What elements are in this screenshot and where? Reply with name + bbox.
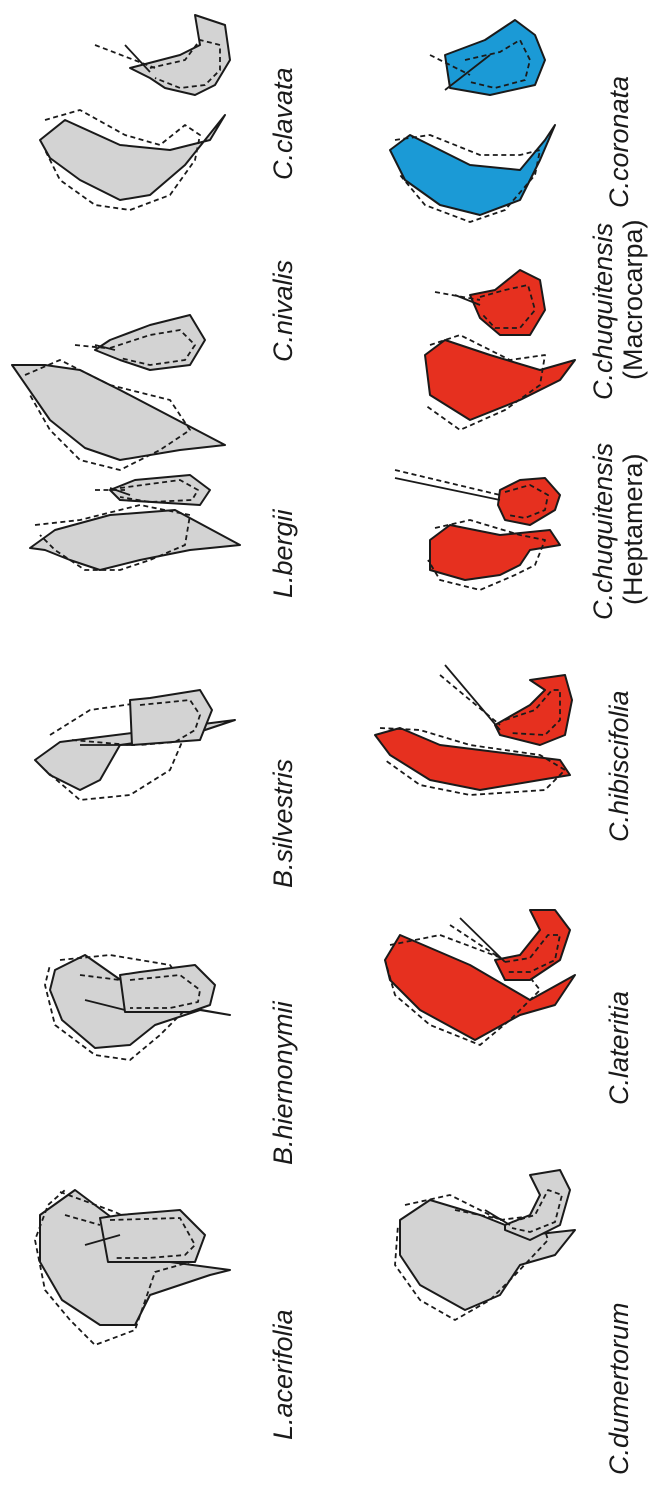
large-shape bbox=[30, 510, 240, 570]
panel-c-coronata: C.coronata bbox=[390, 20, 634, 222]
panel-c-dumertorum: C.dumertorum bbox=[395, 1170, 634, 1475]
species-label-sub: (Macrocarpa) bbox=[618, 219, 648, 380]
stem-line bbox=[440, 675, 500, 725]
stem-line-solid bbox=[445, 665, 500, 730]
panel-c-chuquitensis-macrocarpa: C.chuquitensis (Macrocarpa) bbox=[425, 219, 648, 430]
panel-b-hiernonymii: B.hiernonymii bbox=[45, 955, 298, 1165]
species-label: C.chuquitensis bbox=[588, 223, 618, 400]
species-label: B.hiernonymii bbox=[268, 1000, 298, 1165]
species-label-sub: (Heptamera) bbox=[618, 453, 648, 605]
species-label: L.bergii bbox=[268, 508, 298, 598]
panel-b-silvestris: B.silvestris bbox=[35, 690, 298, 888]
species-label: C.lateritia bbox=[604, 991, 634, 1105]
small-shape bbox=[95, 315, 205, 370]
small-shape bbox=[498, 478, 560, 525]
panel-c-clavata: C.clavata bbox=[40, 15, 298, 210]
panel-c-hibiscifolia: C.hibiscifolia bbox=[375, 665, 634, 842]
small-shape bbox=[130, 15, 230, 95]
species-label: L.acerifolia bbox=[268, 1309, 298, 1440]
large-shape bbox=[12, 365, 225, 460]
panel-l-acerifolia: L.acerifolia bbox=[35, 1190, 298, 1440]
species-label: C.dumertorum bbox=[604, 1302, 634, 1475]
small-shape bbox=[470, 270, 545, 335]
species-label: C.clavata bbox=[268, 67, 298, 180]
panel-c-nivalis: C.nivalis bbox=[12, 260, 298, 470]
small-shape bbox=[445, 20, 545, 95]
panel-l-bergii: L.bergii bbox=[30, 475, 298, 598]
stem-line bbox=[395, 470, 500, 495]
stem-line-solid bbox=[460, 918, 505, 962]
panel-c-chuquitensis-heptamera: C.chuquitensis (Heptamera) bbox=[395, 443, 648, 620]
species-label: C.nivalis bbox=[268, 260, 298, 362]
large-shape bbox=[40, 115, 225, 200]
large-shape bbox=[390, 125, 555, 215]
stem-line-solid bbox=[395, 478, 500, 500]
stem-line bbox=[95, 45, 155, 68]
species-label: C.chuquitensis bbox=[588, 443, 618, 620]
panel-c-lateritia: C.lateritia bbox=[385, 910, 634, 1105]
large-shape bbox=[425, 340, 575, 420]
species-label: C.coronata bbox=[604, 76, 634, 208]
species-label: C.hibiscifolia bbox=[604, 690, 634, 842]
large-shape bbox=[430, 525, 560, 580]
small-shape bbox=[120, 965, 215, 1012]
species-label: B.silvestris bbox=[268, 759, 298, 888]
